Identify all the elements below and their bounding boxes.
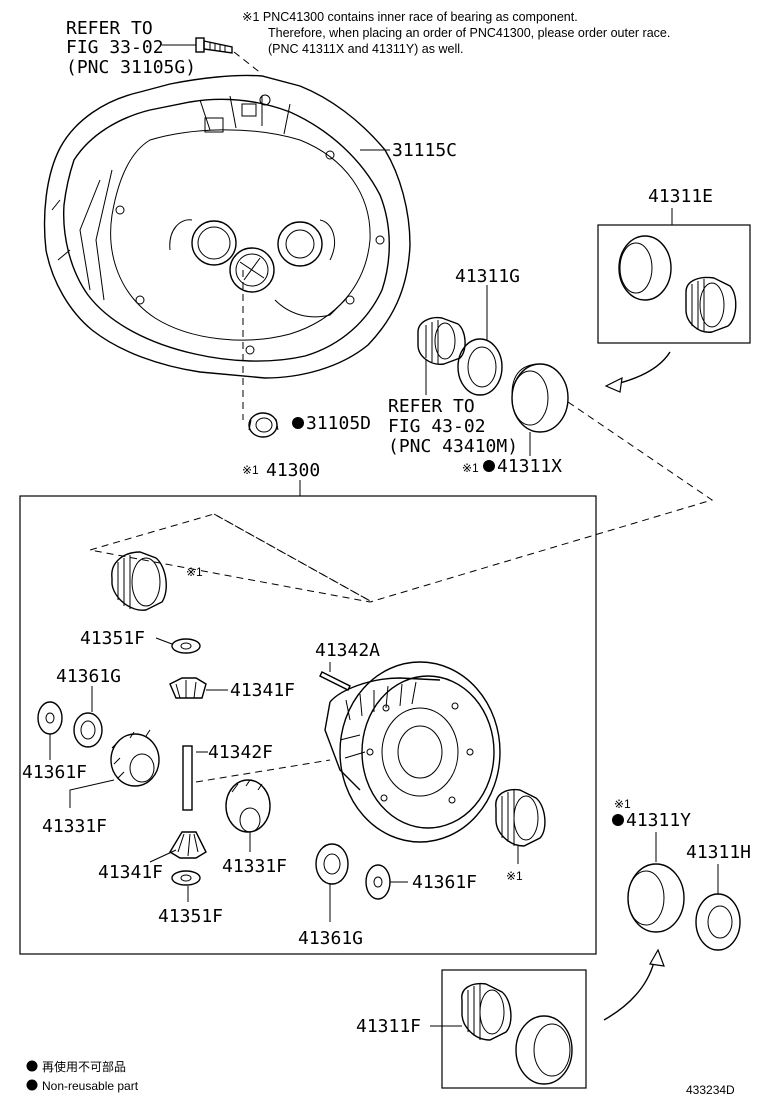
note-block: ※1 PNC41300 contains inner race of beari… — [242, 10, 670, 56]
label-41311X[interactable]: 41311X — [497, 456, 562, 477]
refer-fig43-line3: (PNC 43410M) — [388, 436, 518, 457]
note-mark-41311Y: ※1 — [614, 797, 631, 811]
note-line-2: Therefore, when placing an order of PNC4… — [268, 26, 670, 40]
label-41311F[interactable]: 41311F — [356, 1016, 421, 1037]
legend-dot-en — [26, 1079, 38, 1091]
box-41300 — [19, 495, 597, 955]
note-mark-41311X: ※1 — [462, 461, 479, 475]
bearing-cone-top — [111, 551, 167, 611]
label-41311E[interactable]: 41311E — [648, 186, 713, 207]
label-31115C[interactable]: 31115C — [392, 140, 457, 161]
pinion-gear-41341F-top — [169, 677, 207, 699]
label-41361G-bottom[interactable]: 41361G — [298, 928, 363, 949]
shim-41311H — [695, 893, 741, 951]
note-mark-41300: ※1 — [242, 463, 259, 477]
oil-seal-31105D — [248, 412, 279, 438]
side-gear-41331F-center — [225, 779, 271, 833]
transaxle-housing — [43, 74, 411, 379]
label-41342F[interactable]: 41342F — [208, 742, 273, 763]
bearing-set-41311E — [618, 235, 737, 333]
washer-41351F-bottom — [171, 870, 201, 886]
arrow-41311F — [603, 961, 655, 1021]
label-41361F-left[interactable]: 41361F — [22, 762, 87, 783]
label-41342A[interactable]: 41342A — [315, 640, 380, 661]
non-reusable-dot-31105D — [292, 417, 304, 429]
note-line-1: ※1 PNC41300 contains inner race of beari… — [242, 10, 578, 24]
label-41331F-center[interactable]: 41331F — [222, 856, 287, 877]
label-41311Y[interactable]: 41311Y — [626, 810, 691, 831]
washer-41361G-bottom — [315, 843, 349, 885]
label-41331F-left[interactable]: 41331F — [42, 816, 107, 837]
label-41351F-top[interactable]: 41351F — [80, 628, 145, 649]
label-41361F-right[interactable]: 41361F — [412, 872, 477, 893]
non-reusable-dot-41311Y — [612, 814, 624, 826]
label-41351F-bottom[interactable]: 41351F — [158, 906, 223, 927]
box-41311F — [441, 969, 587, 1089]
bolt-part — [162, 37, 263, 75]
bearing-set-41311F — [461, 982, 573, 1085]
label-41341F-bottom[interactable]: 41341F — [98, 862, 163, 883]
legend: 再使用不可部品 Non-reusable part — [26, 1059, 139, 1093]
note-mark-top: ※1 — [186, 565, 203, 579]
label-41300[interactable]: 41300 — [266, 460, 320, 481]
refer-fig43-line2: FIG 43-02 — [388, 416, 486, 437]
refer-fig33-line2: FIG 33-02 — [66, 37, 164, 58]
note-line-3: (PNC 41311X and 41311Y) as well. — [268, 42, 463, 56]
plate-41361F-left — [37, 701, 63, 735]
bearing-group-41311G — [417, 316, 569, 433]
legend-dot-jp — [26, 1060, 38, 1072]
legend-jp: 再使用不可部品 — [42, 1059, 126, 1074]
legend-en: Non-reusable part — [42, 1079, 139, 1093]
refer-fig33-line3: (PNC 31105G) — [66, 57, 196, 78]
label-31105D[interactable]: 31105D — [306, 413, 371, 434]
outer-race-41311Y — [627, 863, 685, 933]
figure-id: 433234D — [686, 1083, 735, 1097]
refer-fig43-block[interactable]: REFER TO FIG 43-02 (PNC 43410M) — [388, 396, 518, 457]
plate-41361F-right — [365, 864, 391, 900]
box-41311E — [597, 224, 751, 344]
refer-fig43-line1: REFER TO — [388, 396, 475, 417]
differential-case — [324, 661, 501, 843]
refer-fig33-block[interactable]: REFER TO FIG 33-02 (PNC 31105G) — [66, 18, 196, 78]
side-gear-41331F-left — [110, 729, 160, 787]
refer-fig33-line1: REFER TO — [66, 18, 153, 39]
washer-41361G-left — [73, 712, 103, 748]
bearing-cone-right — [495, 788, 546, 847]
label-41361G-left[interactable]: 41361G — [56, 666, 121, 687]
label-41341F-top[interactable]: 41341F — [230, 680, 295, 701]
pin-41342A — [319, 671, 351, 691]
note-mark-bottom: ※1 — [506, 869, 523, 883]
arrow-41311E — [615, 351, 671, 385]
non-reusable-dot-41311X — [483, 460, 495, 472]
shaft-41342F — [182, 745, 193, 811]
label-41311G[interactable]: 41311G — [455, 266, 520, 287]
label-41311H[interactable]: 41311H — [686, 842, 751, 863]
washer-41351F-top — [171, 638, 201, 654]
pinion-gear-41341F-bottom — [169, 831, 207, 859]
